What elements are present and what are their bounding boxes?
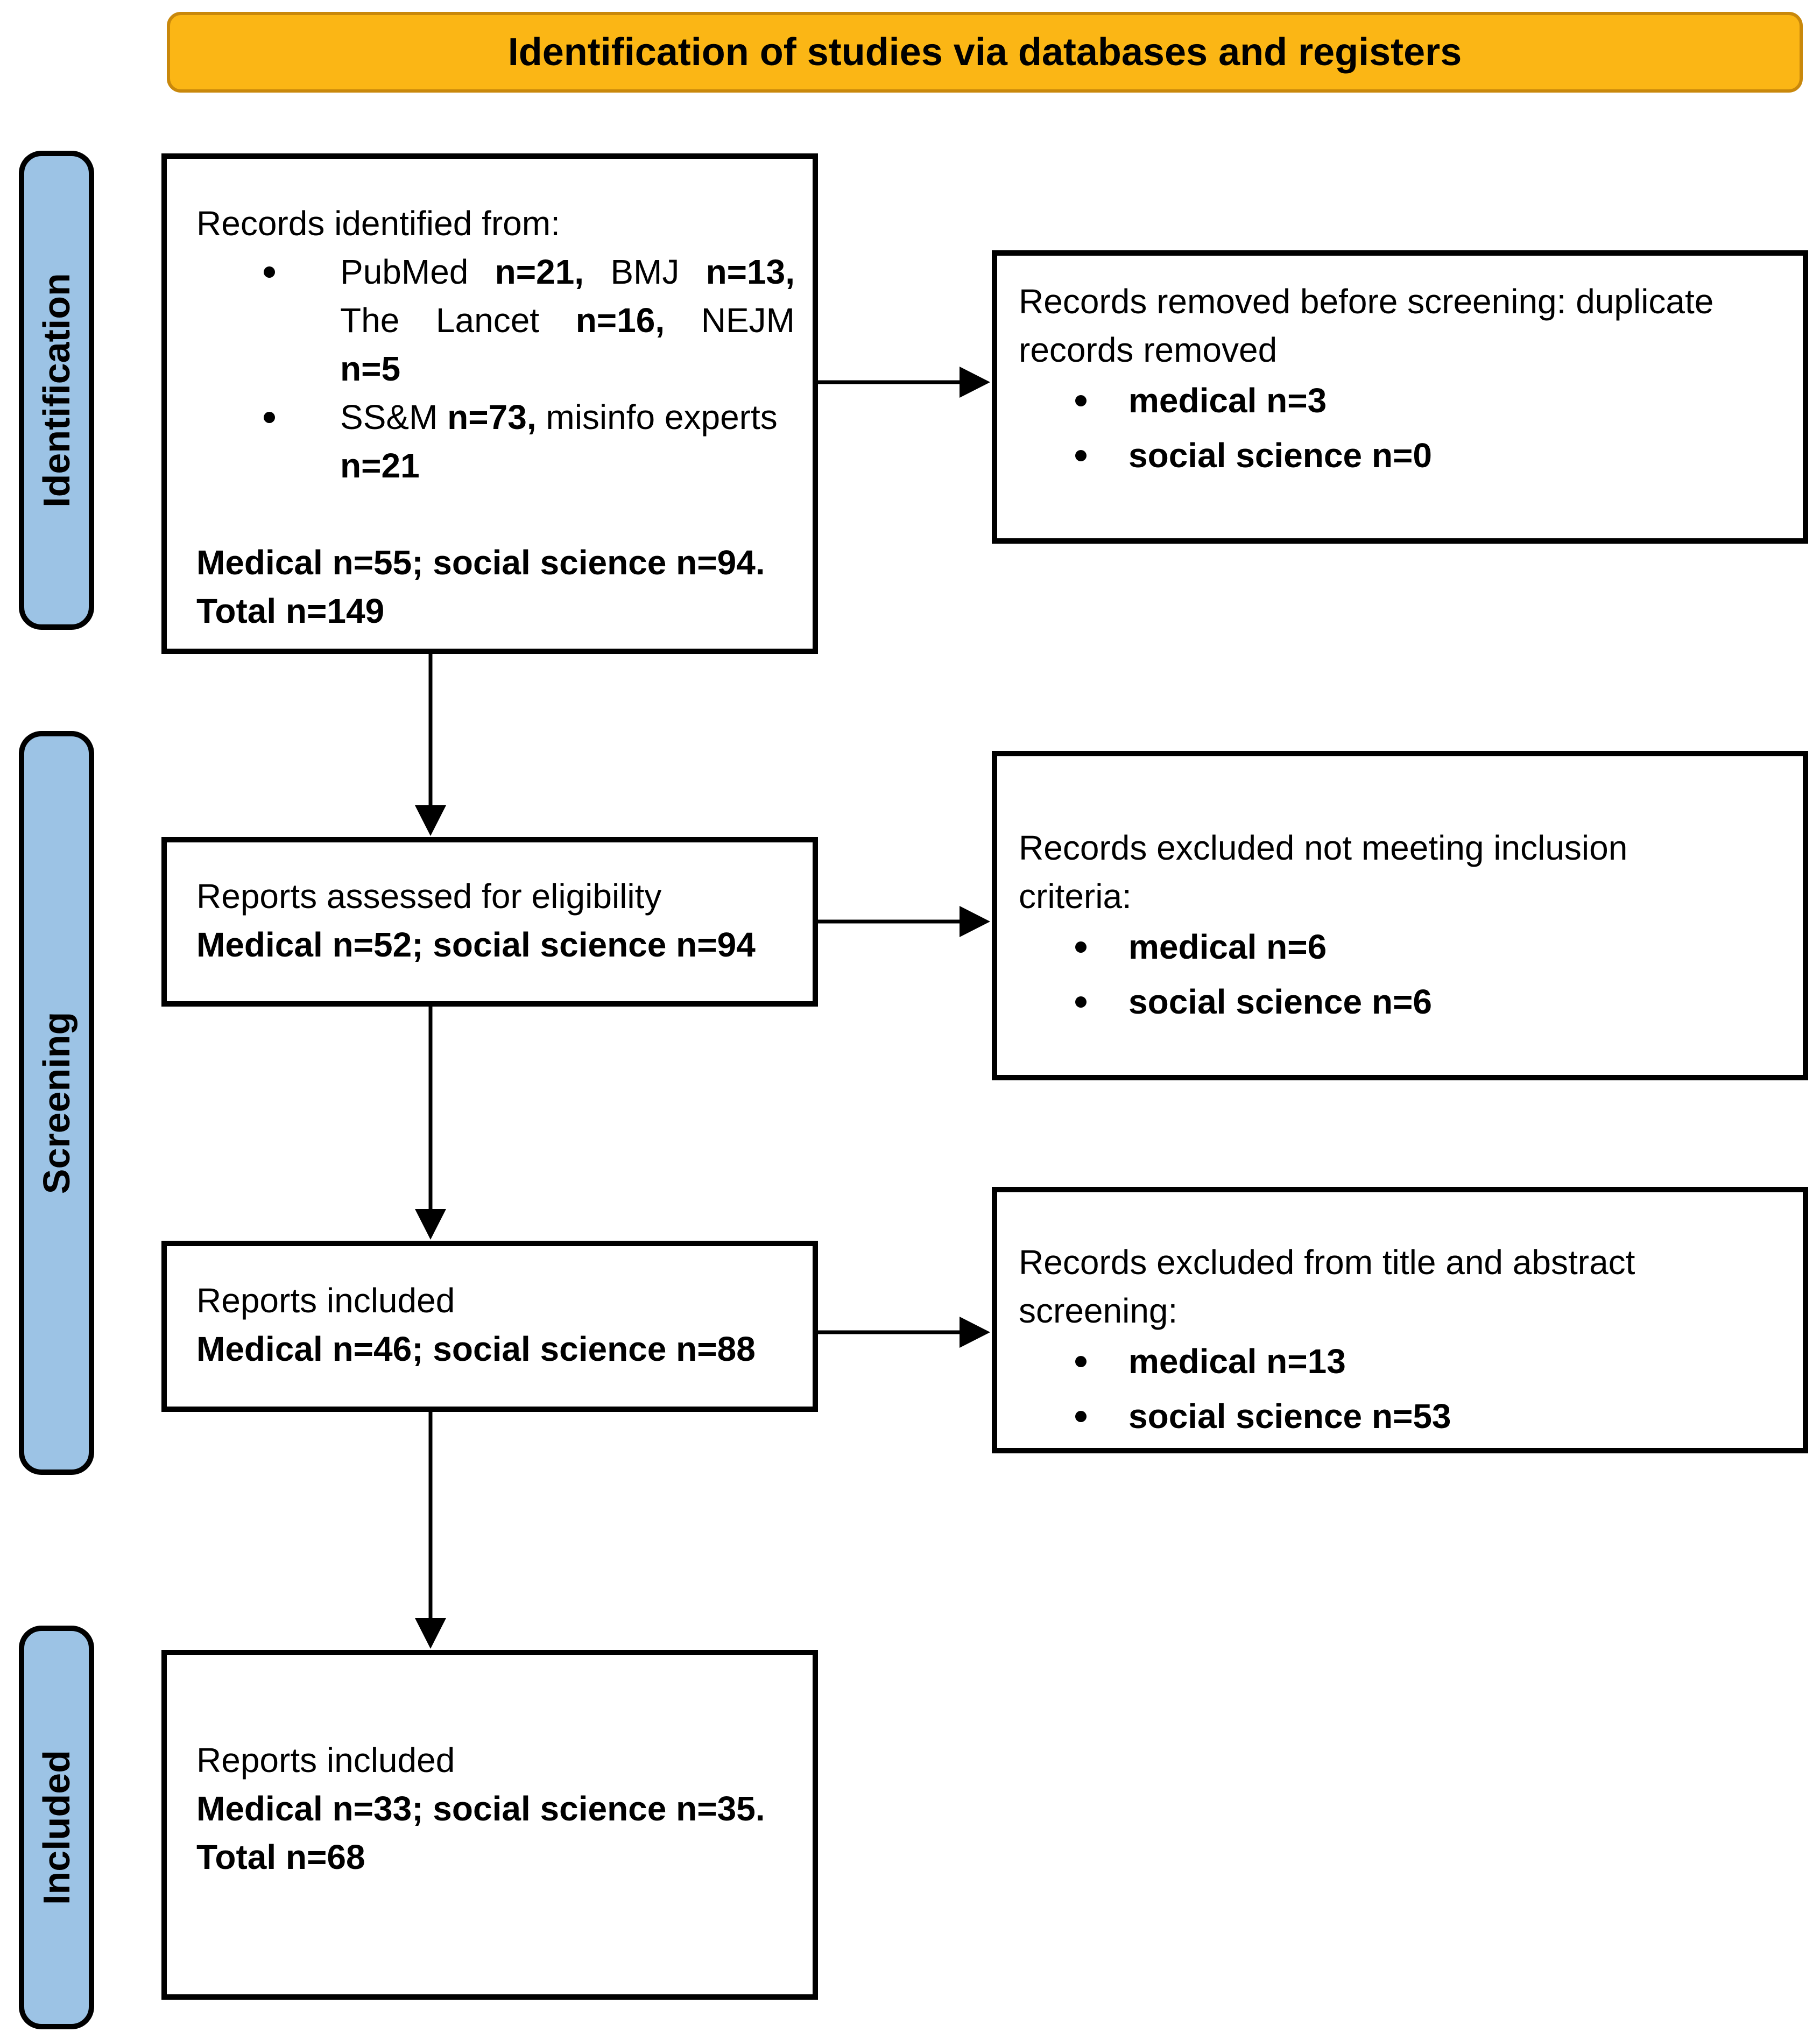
- records-removed-bullets: medical n=3 social science n=0: [1019, 376, 1787, 480]
- bullet-medical: medical n=6: [1075, 923, 1787, 971]
- box-reports-included-screening: Reports included Medical n=46; social sc…: [161, 1241, 818, 1412]
- records-identified-intro: Records identified from:: [196, 204, 560, 243]
- box-records-excluded-title-abstract: Records excluded from title and abstract…: [992, 1187, 1808, 1453]
- stage-label-identification: Identification: [19, 151, 94, 630]
- excluded-criteria-heading: Records excluded not meeting inclusion c…: [1019, 828, 1628, 916]
- stage-label-included: Included: [19, 1626, 94, 2029]
- reports-assessed-stat: Medical n=52; social science n=94: [196, 925, 756, 964]
- box-records-excluded-criteria: Records excluded not meeting inclusion c…: [992, 751, 1808, 1080]
- stage-label-text: Identification: [36, 273, 77, 508]
- arrow-included-to-excluded: [818, 1317, 990, 1348]
- arrow-identified-to-removed: [818, 367, 990, 398]
- excluded-title-abstract-heading: Records excluded from title and abstract…: [1019, 1243, 1635, 1330]
- reports-assessed-title: Reports assessed for eligibility: [196, 877, 662, 916]
- arrow-assessed-to-included: [415, 1007, 446, 1240]
- banner: Identification of studies via databases …: [167, 12, 1803, 93]
- bullet-social-science: social science n=6: [1075, 978, 1787, 1026]
- reports-included-stat: Medical n=46; social science n=88: [196, 1330, 756, 1368]
- stage-label-text: Screening: [36, 1011, 78, 1194]
- records-removed-heading: Records removed before screening: duplic…: [1019, 282, 1714, 369]
- bullet-medical: medical n=13: [1075, 1337, 1787, 1386]
- bullet-social-science: social science n=53: [1075, 1392, 1787, 1440]
- arrow-assessed-to-excluded: [818, 906, 990, 937]
- records-identified-summary: Medical n=55; social science n=94. Total…: [196, 543, 765, 630]
- banner-title: Identification of studies via databases …: [507, 31, 1462, 74]
- stage-label-screening: Screening: [19, 731, 94, 1475]
- excluded-title-abstract-bullets: medical n=13 social science n=53: [1019, 1337, 1787, 1440]
- box-reports-included-final: Reports included Medical n=33; social sc…: [161, 1650, 818, 2000]
- excluded-criteria-bullets: medical n=6 social science n=6: [1019, 923, 1787, 1026]
- arrow-included-to-final: [415, 1412, 446, 1649]
- box-reports-assessed: Reports assessed for eligibility Medical…: [161, 837, 818, 1007]
- arrow-identified-to-assessed: [415, 654, 446, 836]
- stage-label-text: Included: [36, 1750, 78, 1905]
- final-included-title: Reports included: [196, 1741, 455, 1780]
- reports-included-title: Reports included: [196, 1281, 455, 1320]
- final-included-stat: Medical n=33; social science n=35. Total…: [196, 1789, 765, 1876]
- bullet-medical: medical n=3: [1075, 376, 1787, 425]
- box-records-removed: Records removed before screening: duplic…: [992, 250, 1808, 544]
- bullet-social-science: social science n=0: [1075, 431, 1787, 480]
